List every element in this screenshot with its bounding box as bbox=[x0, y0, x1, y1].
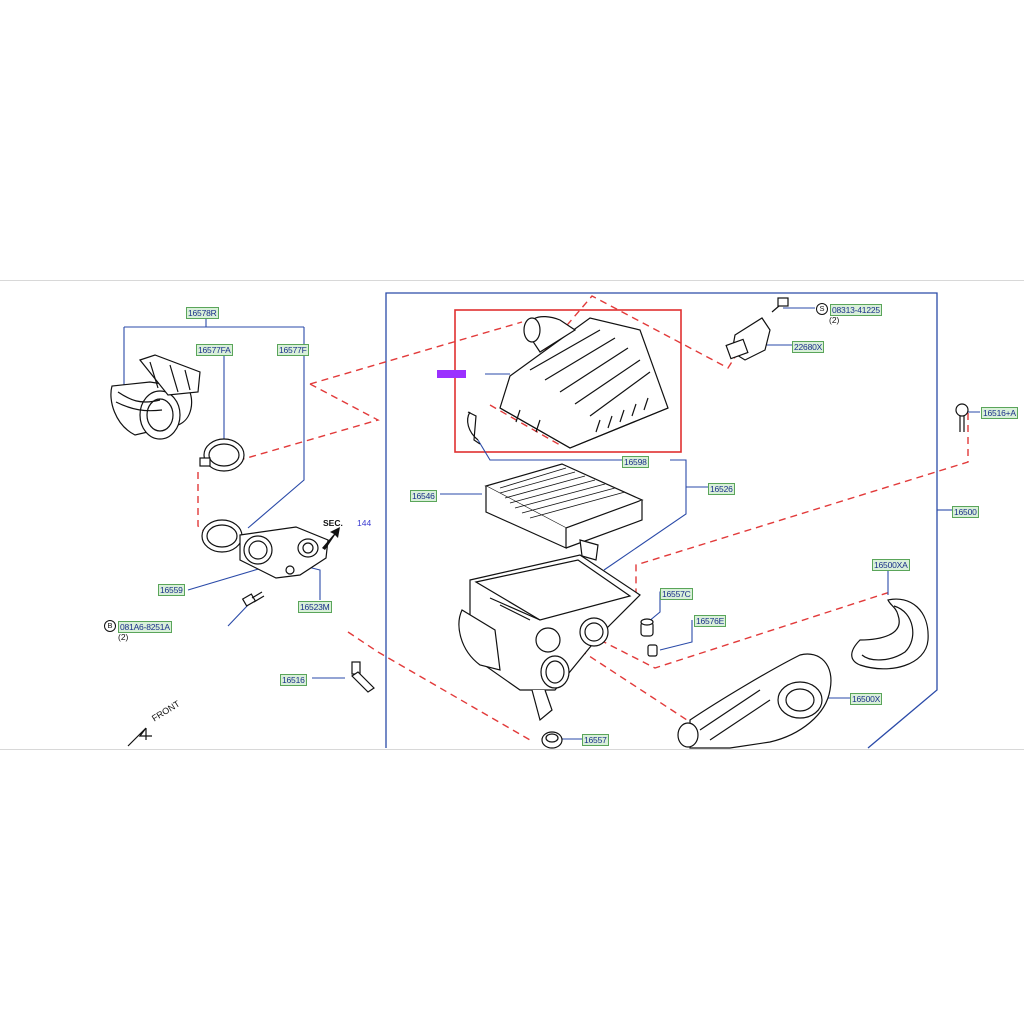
label-16523m[interactable]: 16523M bbox=[298, 601, 332, 613]
label-16578r[interactable]: 16578R bbox=[186, 307, 219, 319]
part-drawings bbox=[110, 297, 969, 749]
clip-part bbox=[467, 411, 481, 445]
label-16526[interactable]: 16526 bbox=[708, 483, 735, 495]
label-16598[interactable]: 16598 bbox=[622, 456, 649, 468]
sensor-part-left bbox=[351, 661, 375, 693]
air-cleaner-cover bbox=[467, 316, 669, 449]
screw-part-16576e bbox=[647, 644, 658, 657]
label-16516[interactable]: 16516 bbox=[280, 674, 307, 686]
label-08313-41225[interactable]: 08313-41225 bbox=[830, 304, 882, 316]
label-16557c[interactable]: 16557C bbox=[660, 588, 693, 600]
label-081a6-8251a[interactable]: 081A6-8251A bbox=[118, 621, 172, 633]
air-duct-part bbox=[110, 354, 201, 440]
highlight-box bbox=[454, 309, 682, 453]
selection-marker bbox=[437, 370, 466, 378]
label-16500x[interactable]: 16500X bbox=[850, 693, 883, 705]
throttle-adapter-part bbox=[239, 526, 329, 579]
clamp-part-lower bbox=[201, 519, 243, 553]
sec-arrow-icon bbox=[322, 527, 340, 550]
circle-s-marker: S bbox=[816, 303, 828, 315]
label-16500xa[interactable]: 16500XA bbox=[872, 559, 910, 571]
bolt-part-left bbox=[241, 591, 265, 607]
sec-label: SEC. bbox=[323, 518, 343, 528]
assembly-frame bbox=[385, 292, 938, 749]
grommet-part-16557 bbox=[541, 731, 563, 749]
label-16559[interactable]: 16559 bbox=[158, 584, 185, 596]
front-arrow-icon bbox=[127, 727, 152, 747]
air-filter-element bbox=[484, 463, 644, 549]
air-cleaner-lower-box bbox=[458, 539, 641, 722]
label-16516a[interactable]: 16516+A bbox=[981, 407, 1018, 419]
label-16500[interactable]: 16500 bbox=[952, 506, 979, 518]
label-22680x[interactable]: 22680X bbox=[792, 341, 825, 353]
callout-lines bbox=[123, 307, 980, 740]
circle-b-marker: B bbox=[104, 620, 116, 632]
label-16557[interactable]: 16557 bbox=[582, 734, 609, 746]
label-16577fa[interactable]: 16577FA bbox=[196, 344, 233, 356]
sec-number-link[interactable]: 144 bbox=[357, 518, 372, 528]
label-16577f[interactable]: 16577F bbox=[277, 344, 309, 356]
qty-s: (2) bbox=[829, 315, 840, 325]
label-16576e[interactable]: 16576E bbox=[694, 615, 727, 627]
maf-sensor-part bbox=[725, 297, 789, 361]
clamp-part-upper bbox=[199, 438, 245, 472]
resonator-part bbox=[851, 598, 929, 670]
grommet-part-16557c bbox=[640, 618, 654, 637]
inlet-duct-part bbox=[677, 653, 832, 749]
label-16546[interactable]: 16546 bbox=[410, 490, 437, 502]
qty-b: (2) bbox=[118, 632, 129, 642]
bolt-part-right bbox=[955, 403, 969, 432]
